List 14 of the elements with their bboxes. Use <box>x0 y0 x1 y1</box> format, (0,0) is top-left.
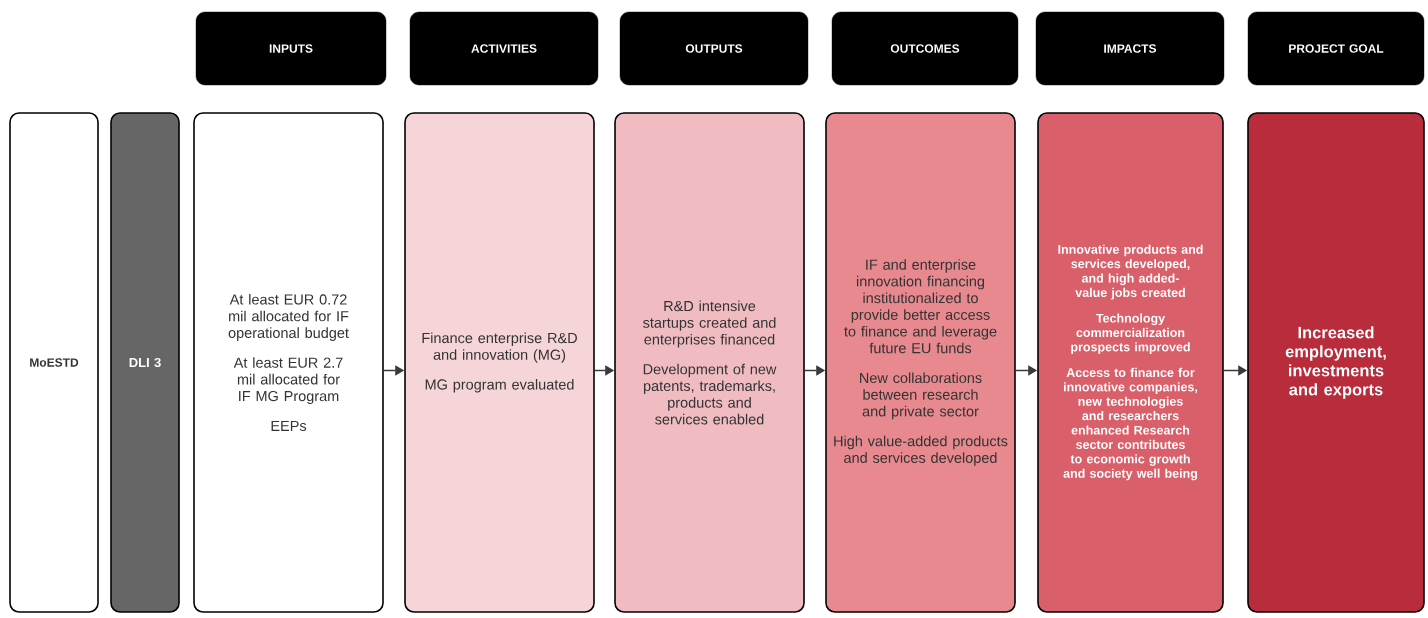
output-box: R&D intensive startups created and enterprises financed Development of new patents, trademarks, products and services enabled <box>614 112 805 613</box>
column-header: OUTPUTS <box>619 11 809 86</box>
column-header: IMPACTS <box>1035 11 1225 86</box>
goal-box: Increased employment, investments and exports <box>1247 112 1425 613</box>
outcome-box: IF and enterprise innovation financing institutionalized to provide better access to finance and leverage future EU funds New collaborations between research and private sector High value-added products and services developed <box>825 112 1016 613</box>
activity-box: Finance enterprise R&D and innovation (MG) MG program evaluated <box>404 112 595 613</box>
input-box: At least EUR 0.72 mil allocated for IF operational budget At least EUR 2.7 mil allocated for IF MG Program EEPs <box>193 112 384 613</box>
indicator-box: DLI 3 <box>110 112 180 613</box>
column-header: INPUTS <box>195 11 387 86</box>
column-header: OUTCOMES <box>831 11 1019 86</box>
column-header: PROJECT GOAL <box>1247 11 1425 86</box>
agency-box: MoESTD <box>9 112 99 613</box>
impact-box: Innovative products and services developed, and high added-value jobs created Technology commercialization prospects improved Access to finance for innovative companies, new technologies and researchers enhanced Research sector contributes to economic growth and society well being <box>1037 112 1224 613</box>
column-header: ACTIVITIES <box>409 11 599 86</box>
